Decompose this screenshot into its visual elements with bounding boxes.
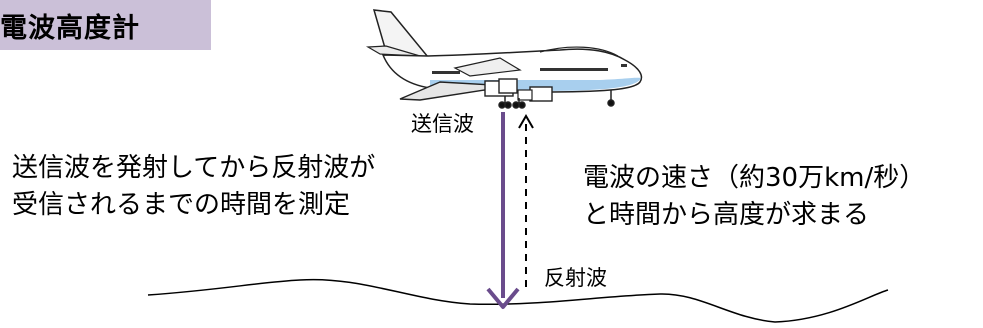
airplane-icon [365,9,643,109]
measurement-description-line-1: 送信波を発射してから反射波が [12,153,376,183]
altitude-calculation-line-1: 電波の速さ（約30万km/秒） [583,163,926,193]
reflected-wave-arrow [518,114,534,290]
transmit-wave-arrow [486,112,520,309]
title-box: 電波高度計 [0,0,211,50]
reflected-wave-label: 反射波 [544,266,607,290]
altitude-calculation-line-2: と時間から高度が求まる [583,200,870,230]
measurement-description: 送信波を発射してから反射波が 受信されるまでの時間を測定 [12,150,375,224]
diagram-title: 電波高度計 [0,13,140,44]
transmit-wave-label: 送信波 [411,112,474,136]
altitude-calculation-description: 電波の速さ（約30万km/秒） と時間から高度が求まる [583,160,925,234]
ground-line [147,278,889,323]
measurement-description-line-2: 受信されるまでの時間を測定 [12,190,351,220]
